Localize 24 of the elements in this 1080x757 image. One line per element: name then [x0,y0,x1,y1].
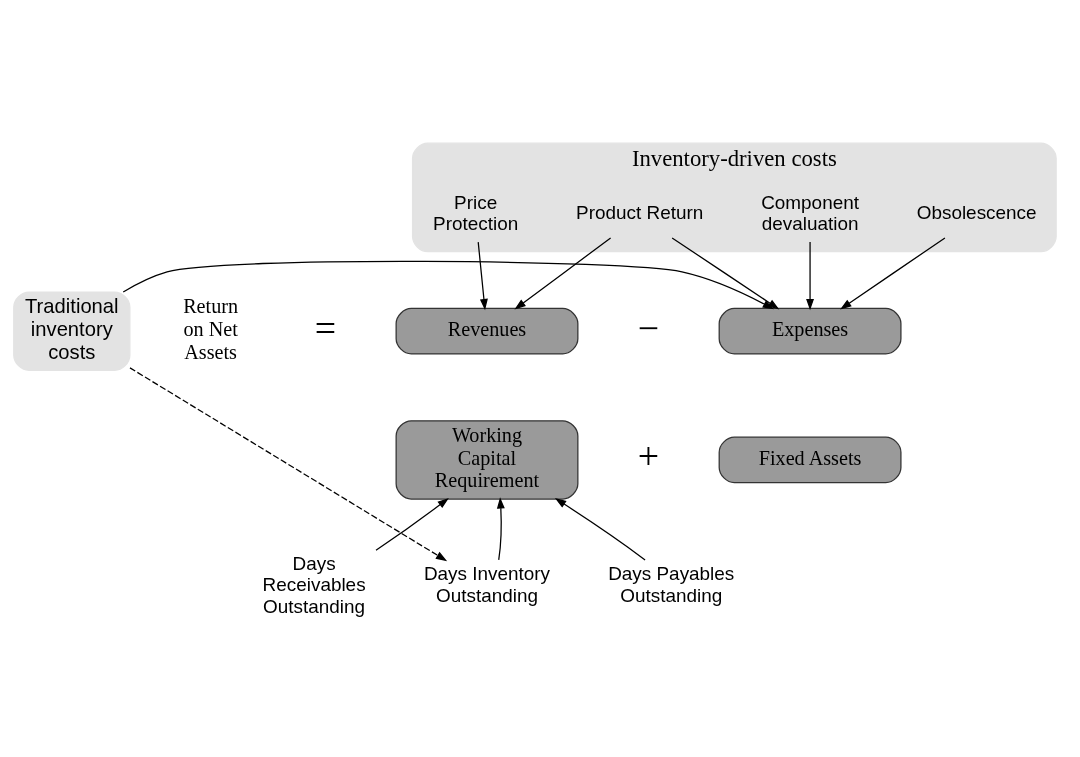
label: − [637,306,660,349]
node-box: Expenses [718,307,902,355]
label: = [314,306,337,349]
node-text: Days Receivables Outstanding [262,552,366,617]
arrow [477,241,488,311]
arrow [496,497,505,561]
arrow [129,367,448,562]
node-box: Revenues [395,307,579,355]
node-text: Product Return [576,202,704,224]
node-box: Working Capital Requirement [395,420,579,500]
arrow [806,241,815,311]
label: + [637,435,660,478]
node-text: Component devaluation [761,191,859,235]
node-text: Obsolescence [916,202,1037,224]
node-box: Fixed Assets [718,436,902,484]
node-text: Days Payables Outstanding [608,563,735,606]
arrow [514,237,612,310]
label: Return on Net Assets [183,295,239,363]
node-text: Price Protection [433,191,519,235]
arrow [554,498,646,561]
arrow [375,497,449,551]
node-box: Traditional inventory costs [13,291,131,371]
arrow [840,237,946,310]
node-text: Days Inventory Outstanding [423,563,551,606]
